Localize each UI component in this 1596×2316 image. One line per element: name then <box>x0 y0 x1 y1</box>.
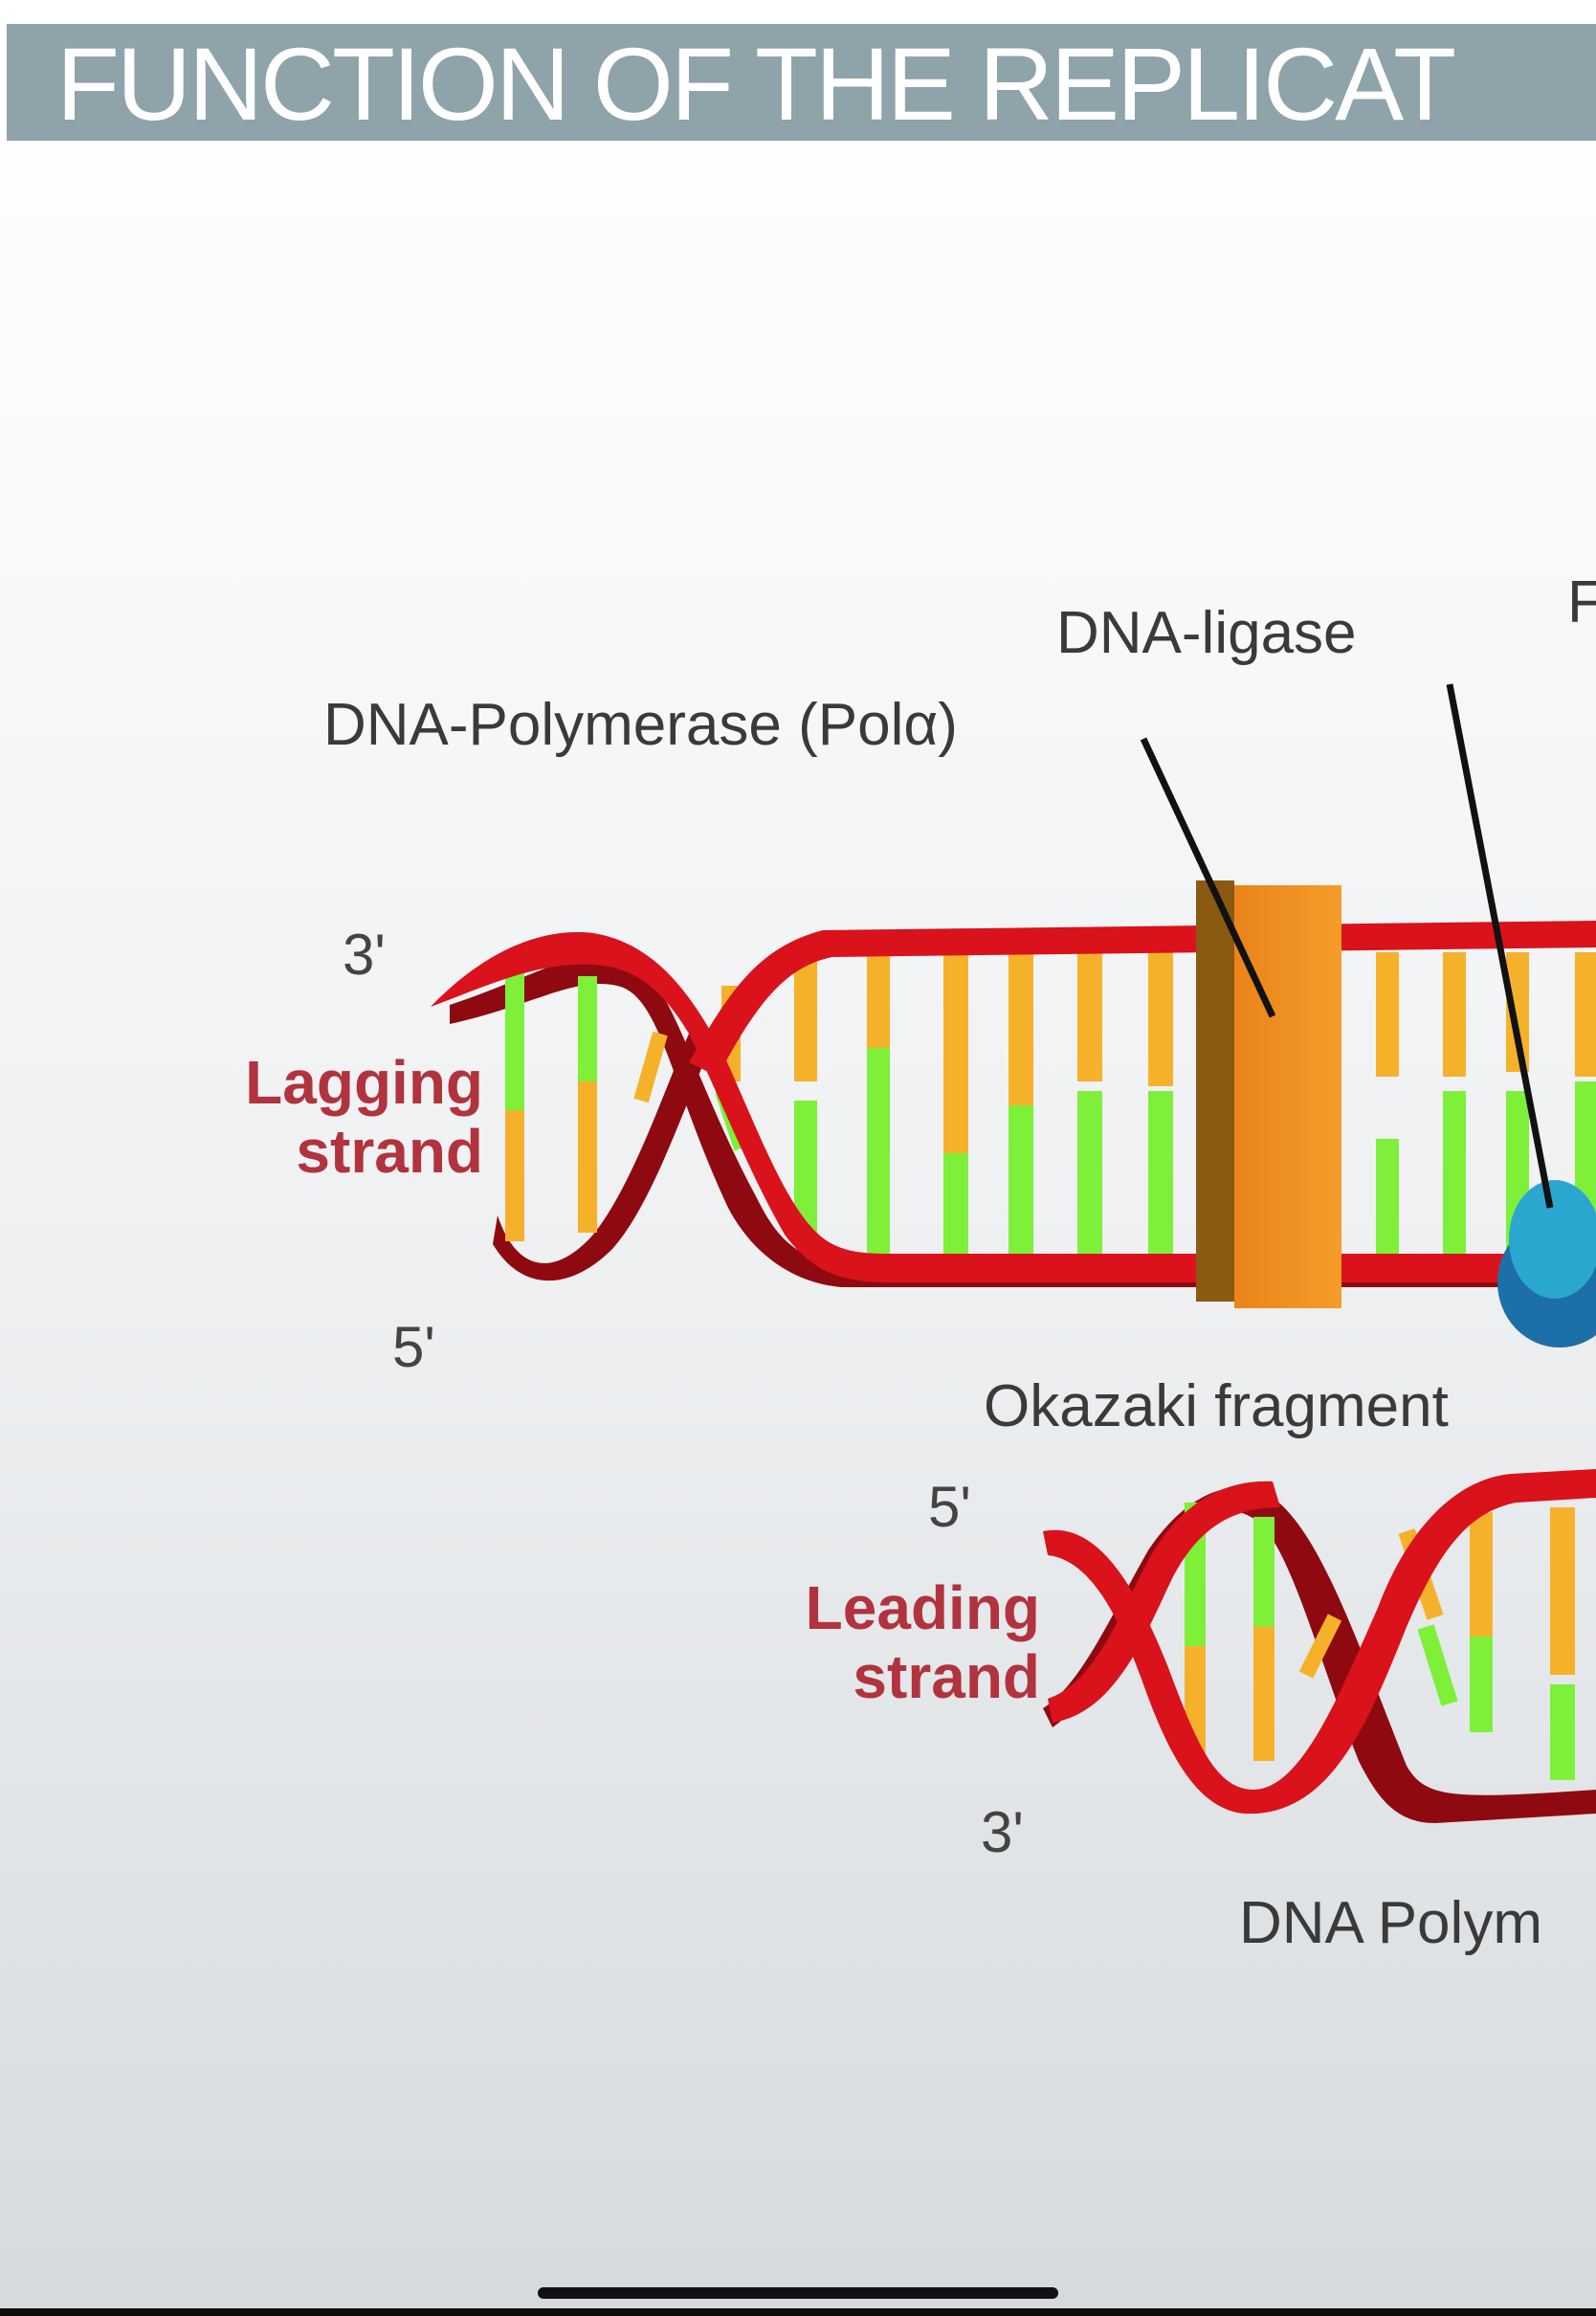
ligase-pointer-line <box>1446 683 1554 1209</box>
slide-title: FUNCTION OF THE REPLICAT <box>56 26 1456 141</box>
leading-5prime-label: 5' <box>928 1475 971 1539</box>
leading-backbone-front <box>1043 1469 1596 1815</box>
okazaki-fragment-label: Okazaki fragment <box>984 1373 1449 1439</box>
leading-strand-label-line2: strand <box>853 1642 1040 1711</box>
lagging-helix <box>431 921 1596 1287</box>
dna-polymerase-label: DNA Polym <box>1239 1890 1542 1956</box>
dna-polymerase-pola-label: DNA-Polymerase (Polα) <box>323 692 958 758</box>
leading-helix <box>1043 1469 1596 1823</box>
leading-3prime-label: 3' <box>981 1800 1024 1864</box>
lagging-backbone-back <box>450 955 1596 1287</box>
lagging-backbone-top <box>689 921 1596 1077</box>
dna-ligase-label: DNA-ligase <box>1056 600 1357 666</box>
lagging-backbone-front <box>431 932 1596 1282</box>
lagging-strand-label-line1: Lagging <box>245 1048 483 1117</box>
lagging-backbone-back-left <box>493 1034 708 1281</box>
title-bar: FUNCTION OF THE REPLICAT <box>7 24 1596 141</box>
lagging-strand-label-line2: strand <box>296 1117 483 1186</box>
leading-strand-label-line1: Leading <box>806 1573 1040 1642</box>
lagging-5prime-label: 5' <box>392 1315 435 1379</box>
polymerase-pointer-line <box>1140 737 1276 1018</box>
dna-ligase-enzyme <box>1497 1180 1596 1347</box>
leading-backbone-front-left <box>1048 1481 1280 1723</box>
home-indicator[interactable] <box>538 2287 1058 2299</box>
lagging-3prime-label: 3' <box>343 923 386 987</box>
top-right-cut-label: F <box>1567 569 1596 635</box>
bottom-edge <box>0 2308 1596 2316</box>
polymerase-block <box>1196 880 1341 1308</box>
